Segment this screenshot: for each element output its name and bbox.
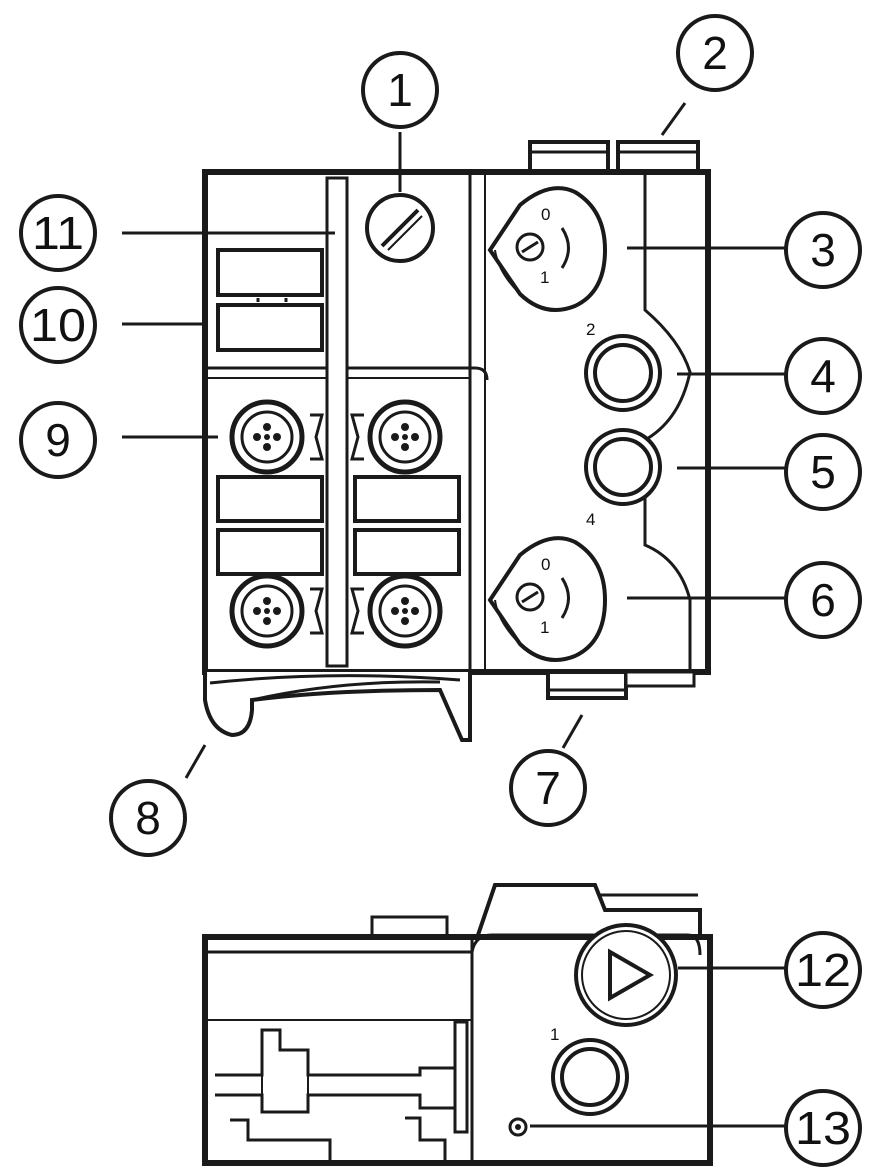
- lower-override-label-1: 1: [540, 618, 549, 637]
- front-view: 0 1 2 4 0 1: [202, 140, 711, 742]
- led-indicator: [508, 1117, 528, 1137]
- callout-12: 12: [784, 931, 862, 1009]
- m12-connector-bottom-left[interactable]: [229, 573, 305, 649]
- top-fitting: [528, 140, 700, 174]
- callout-10-number: 10: [30, 299, 86, 351]
- callout-1-number: 1: [387, 64, 413, 116]
- manual-override-lower[interactable]: 0 1: [487, 536, 608, 662]
- callout-3: 3: [784, 211, 862, 289]
- port-4-label: 4: [586, 510, 595, 529]
- rotary-address-switch[interactable]: [365, 193, 435, 263]
- top-view: 1: [202, 883, 713, 1166]
- callout-2: 2: [676, 14, 754, 92]
- callout-2-number: 2: [702, 27, 728, 79]
- callout-8-number: 8: [135, 792, 161, 844]
- callout-4-number: 4: [810, 350, 836, 402]
- manual-override-upper[interactable]: 0 1: [487, 186, 608, 312]
- label-field-top: [216, 248, 324, 352]
- callout-6-number: 6: [810, 574, 836, 626]
- port-1[interactable]: 1: [550, 1025, 629, 1116]
- callout-5: 5: [784, 433, 862, 511]
- label-field-bottom: [216, 475, 461, 576]
- port-2[interactable]: 2: [584, 320, 662, 412]
- m12-connector-bottom-right[interactable]: [367, 573, 443, 649]
- leader-lines: [122, 102, 785, 1128]
- internal-mechanism: [215, 1020, 469, 1160]
- callout-7-number: 7: [535, 762, 561, 814]
- upper-override-label-1: 1: [540, 268, 549, 287]
- port-1-label: 1: [550, 1025, 559, 1044]
- callout-5-number: 5: [810, 446, 836, 498]
- lower-override-label-0: 0: [541, 555, 550, 574]
- callout-11: 11: [19, 194, 97, 272]
- callout-9-number: 9: [45, 414, 71, 466]
- callout-13-number: 13: [795, 1102, 851, 1154]
- m12-connector-top-left[interactable]: [229, 399, 305, 475]
- callout-3-number: 3: [810, 224, 836, 276]
- callout-11-number: 11: [32, 207, 84, 259]
- callout-12-number: 12: [795, 944, 851, 996]
- mounting-latch[interactable]: [203, 672, 472, 742]
- central-rail: [325, 176, 349, 668]
- play-indicator-icon: [574, 923, 678, 1027]
- port-4[interactable]: 4: [584, 428, 662, 529]
- port-2-label: 2: [586, 320, 595, 339]
- bottom-fitting: [546, 670, 696, 700]
- callout-8: 8: [109, 779, 187, 857]
- callout-13: 13: [784, 1089, 862, 1167]
- callout-6: 6: [784, 561, 862, 639]
- callout-4: 4: [784, 337, 862, 415]
- callout-7: 7: [509, 749, 587, 827]
- callout-9: 9: [19, 401, 97, 479]
- m12-connector-top-right[interactable]: [367, 399, 443, 475]
- callout-1: 1: [361, 51, 439, 129]
- callout-10: 10: [19, 286, 97, 364]
- upper-override-label-0: 0: [541, 205, 550, 224]
